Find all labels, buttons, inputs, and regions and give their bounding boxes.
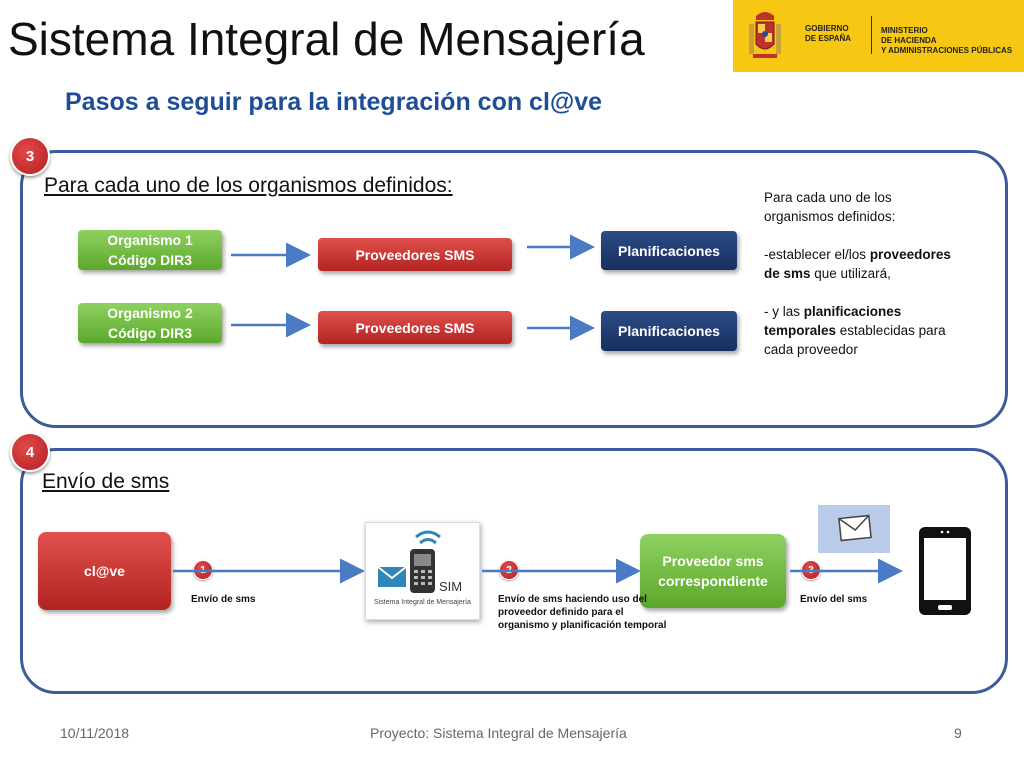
ministry-line-3: Y ADMINISTRACIONES PÚBLICAS	[881, 46, 1013, 55]
step-3-panel	[20, 150, 1008, 428]
page-title: Sistema Integral de Mensajería	[8, 13, 645, 65]
step-3-badge: 3	[10, 136, 50, 176]
gov-line-1: GOBIERNO	[805, 24, 849, 33]
flow-label-1: Envío de sms	[191, 594, 256, 605]
organism-1-box: Organismo 1 Código DIR3	[78, 230, 222, 270]
providers-sms-box-2: Proveedores SMS	[318, 311, 512, 344]
note-intro: Para cada uno de los organismos definido…	[764, 190, 896, 224]
provider-sms-box: Proveedor sms correspondiente	[640, 534, 786, 608]
mobile-phone-icon	[918, 526, 972, 616]
sim-logo: SIM Sistema Integral de Mensajería	[365, 522, 480, 620]
clave-box: cl@ve	[38, 532, 171, 610]
planning-box-2: Planificaciones	[601, 311, 737, 351]
sim-caption: Sistema Integral de Mensajería	[374, 599, 471, 606]
organism-2-code: Código DIR3	[108, 325, 192, 341]
footer-page-number: 9	[954, 725, 962, 741]
smartphone-icon	[919, 527, 971, 615]
ministry-line-2: DE HACIENDA	[881, 36, 937, 45]
footer-project: Proyecto: Sistema Integral de Mensajería	[370, 725, 627, 741]
planning-box-1: Planificaciones	[601, 231, 737, 270]
page-subtitle: Pasos a seguir para la integración con c…	[65, 88, 603, 116]
government-logo: GOBIERNO DE ESPAÑA MINISTERIO DE HACIEND…	[733, 0, 1024, 72]
step-4-badge: 4	[10, 432, 50, 472]
organism-1-code: Código DIR3	[108, 252, 192, 268]
providers-sms-box-1: Proveedores SMS	[318, 238, 512, 271]
footer-date: 10/11/2018	[60, 725, 130, 741]
coat-of-arms-icon	[749, 12, 781, 58]
sim-logo-text: SIM	[439, 579, 463, 594]
note-planning: - y las planificaciones temporales estab…	[764, 304, 946, 357]
organism-2-name: Organismo 2	[107, 305, 193, 321]
envelope-icon	[838, 514, 872, 542]
note-providers: -establecer el/los proveedores de sms qu…	[764, 247, 951, 281]
step-4-heading: Envío de sms	[42, 470, 170, 493]
flow-label-2: Envío de sms haciendo uso del proveedor …	[498, 594, 667, 631]
logo-divider	[871, 16, 872, 54]
organism-2-box: Organismo 2 Código DIR3	[78, 303, 222, 343]
step-3-heading: Para cada uno de los organismos definido…	[44, 174, 453, 197]
flow-label-3: Envío del sms	[800, 594, 868, 605]
step-3-note: Para cada uno de los organismos definido…	[764, 188, 964, 359]
sim-phone-icon	[377, 530, 441, 593]
organism-1-name: Organismo 1	[107, 232, 193, 248]
gov-line-2: DE ESPAÑA	[805, 34, 852, 43]
sms-message-icon	[818, 505, 890, 553]
ministry-line-1: MINISTERIO	[881, 26, 928, 35]
